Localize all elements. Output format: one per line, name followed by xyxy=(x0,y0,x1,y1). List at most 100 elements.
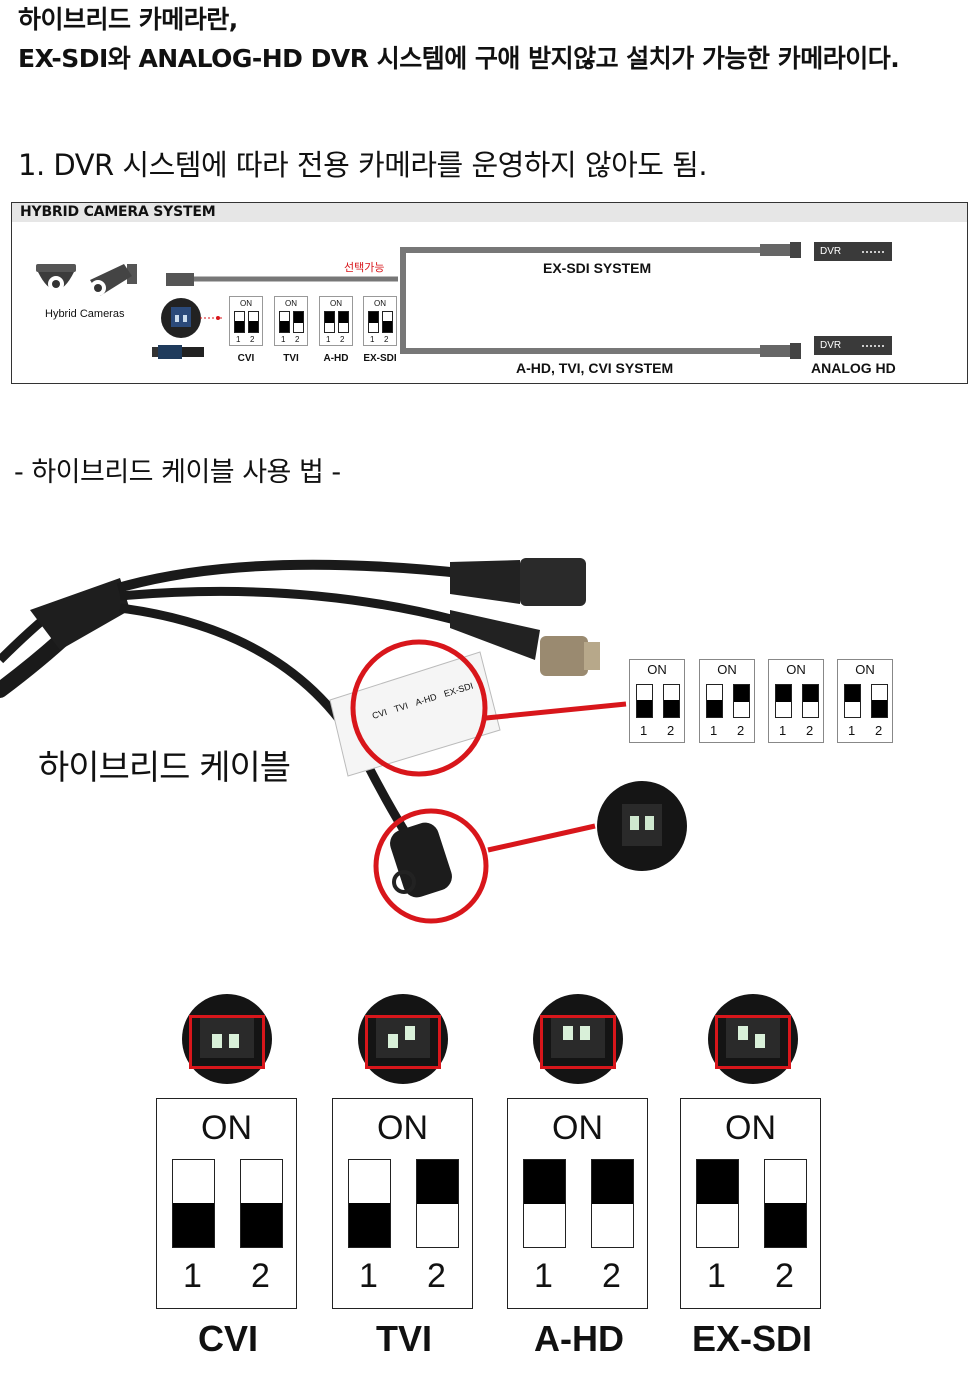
medium-switch-slot xyxy=(733,684,750,718)
large-switch-slot xyxy=(764,1159,807,1248)
mode-label-cvi: CVI xyxy=(197,1318,258,1359)
switch-photo-window xyxy=(200,1018,254,1058)
large-switch-num-1: 1 xyxy=(183,1257,202,1295)
section2-title: - 하이브리드 케이블 사용 법 - xyxy=(14,457,341,488)
medium-switch-slot xyxy=(636,684,653,718)
medium-switch-knob xyxy=(664,700,679,717)
cameras-label: Hybrid Cameras xyxy=(45,308,125,320)
switch-photo-cvi xyxy=(182,994,272,1084)
large-switch-num-2: 2 xyxy=(251,1257,270,1295)
large-switch-slot xyxy=(348,1159,391,1248)
mini-switch-on-label: ON xyxy=(374,299,386,308)
switch-photo-ex-sdi xyxy=(708,994,798,1084)
mini-switch-num-2: 2 xyxy=(250,335,255,344)
mini-switch-on-label: ON xyxy=(330,299,342,308)
large-switch-num-2: 2 xyxy=(602,1257,621,1295)
system-diagram-drawing xyxy=(36,242,801,359)
switch-photo-lever xyxy=(580,1026,590,1040)
mini-switch-knob xyxy=(249,321,258,332)
mode-label-a-hd: A-HD xyxy=(534,1318,624,1359)
medium-switch-knob xyxy=(637,700,652,717)
switch-photo-lever xyxy=(738,1026,748,1040)
mini-switch-slot xyxy=(338,311,349,333)
switch-photo-highlight xyxy=(715,1015,791,1069)
mini-switch-slot xyxy=(279,311,290,333)
dome-camera-icon xyxy=(36,264,76,292)
medium-switch-num-1: 1 xyxy=(640,723,648,738)
bottom-system-label: A-HD, TVI, CVI SYSTEM xyxy=(516,360,674,376)
medium-switch-num-2: 2 xyxy=(737,723,745,738)
large-switch-knob xyxy=(241,1203,282,1247)
mini-switch-slot xyxy=(368,311,379,333)
large-switch-a-hd: ON 1 2 xyxy=(507,1098,648,1309)
mini-switch-slot xyxy=(234,311,245,333)
medium-switch-num-1: 1 xyxy=(710,723,718,738)
large-switch-knob xyxy=(173,1203,214,1247)
medium-switch-slot xyxy=(802,684,819,718)
system-diagram xyxy=(11,202,968,384)
large-switch-knob xyxy=(417,1160,458,1204)
switch-photo-lever xyxy=(229,1034,239,1048)
mini-switch-slot xyxy=(248,311,259,333)
large-switch-slot xyxy=(591,1159,634,1248)
switch-photo-highlight xyxy=(365,1015,441,1069)
intro-line-1: 하이브리드 카메라란, xyxy=(18,5,238,34)
medium-switch-on-label: ON xyxy=(717,662,737,677)
medium-switch-slot xyxy=(775,684,792,718)
large-switch-knob xyxy=(349,1203,390,1247)
medium-switch-tvi: ON 1 2 xyxy=(699,659,755,743)
mini-switch-slot xyxy=(382,311,393,333)
mini-switch-slot xyxy=(293,311,304,333)
medium-switch-on-label: ON xyxy=(786,662,806,677)
large-switch-knob xyxy=(765,1203,806,1247)
system-diagram-title-bar xyxy=(12,203,967,222)
switch-photo-lever xyxy=(755,1034,765,1048)
medium-switch-num-1: 1 xyxy=(779,723,787,738)
switch-photo-lever xyxy=(212,1034,222,1048)
large-switch-on-label: ON xyxy=(552,1109,603,1147)
switch-photo-lever xyxy=(405,1026,415,1040)
mini-switch-mode-label: EX-SDI xyxy=(363,353,397,364)
mini-switch-on-label: ON xyxy=(285,299,297,308)
large-switch-on-label: ON xyxy=(377,1109,428,1147)
input-cable xyxy=(166,242,801,359)
switch-photo-tvi xyxy=(358,994,448,1084)
cable-label: 하이브리드 케이블 xyxy=(38,748,291,788)
switch-photo-window xyxy=(376,1018,430,1058)
mini-switch-knob xyxy=(294,312,303,323)
switch-photo-highlight xyxy=(189,1015,265,1069)
medium-switch-slot xyxy=(706,684,723,718)
section1-title: 1. DVR 시스템에 따라 전용 카메라를 운영하지 않아도 됨. xyxy=(18,148,708,182)
mini-switch-mode-label: A-HD xyxy=(323,353,349,364)
mini-switch-mode-label: TVI xyxy=(283,353,299,364)
mode-label-tvi: TVI xyxy=(375,1318,432,1359)
mini-switch-on-label: ON xyxy=(240,299,252,308)
medium-switch-slot xyxy=(871,684,888,718)
mini-switch-slot xyxy=(324,311,335,333)
large-switch-slot xyxy=(240,1159,283,1248)
mini-switch-num-1: 1 xyxy=(326,335,331,344)
large-switch-slot xyxy=(172,1159,215,1248)
medium-switch-slot xyxy=(663,684,680,718)
large-switch-slot xyxy=(416,1159,459,1248)
switch-photo-lever xyxy=(388,1034,398,1048)
mini-switch-knob xyxy=(369,312,378,323)
medium-switch-num-1: 1 xyxy=(848,723,856,738)
switch-photo-a-hd xyxy=(533,994,623,1084)
medium-switch-knob xyxy=(803,685,818,702)
hybrid-cable-illustration xyxy=(0,558,687,924)
analog-hd-label: ANALOG HD xyxy=(811,360,896,376)
large-switch-num-1: 1 xyxy=(534,1257,553,1295)
medium-switch-knob xyxy=(707,700,722,717)
mini-switch-num-1: 1 xyxy=(236,335,241,344)
system-diagram-title: HYBRID CAMERA SYSTEM xyxy=(20,204,216,220)
medium-switch-knob xyxy=(845,685,860,702)
